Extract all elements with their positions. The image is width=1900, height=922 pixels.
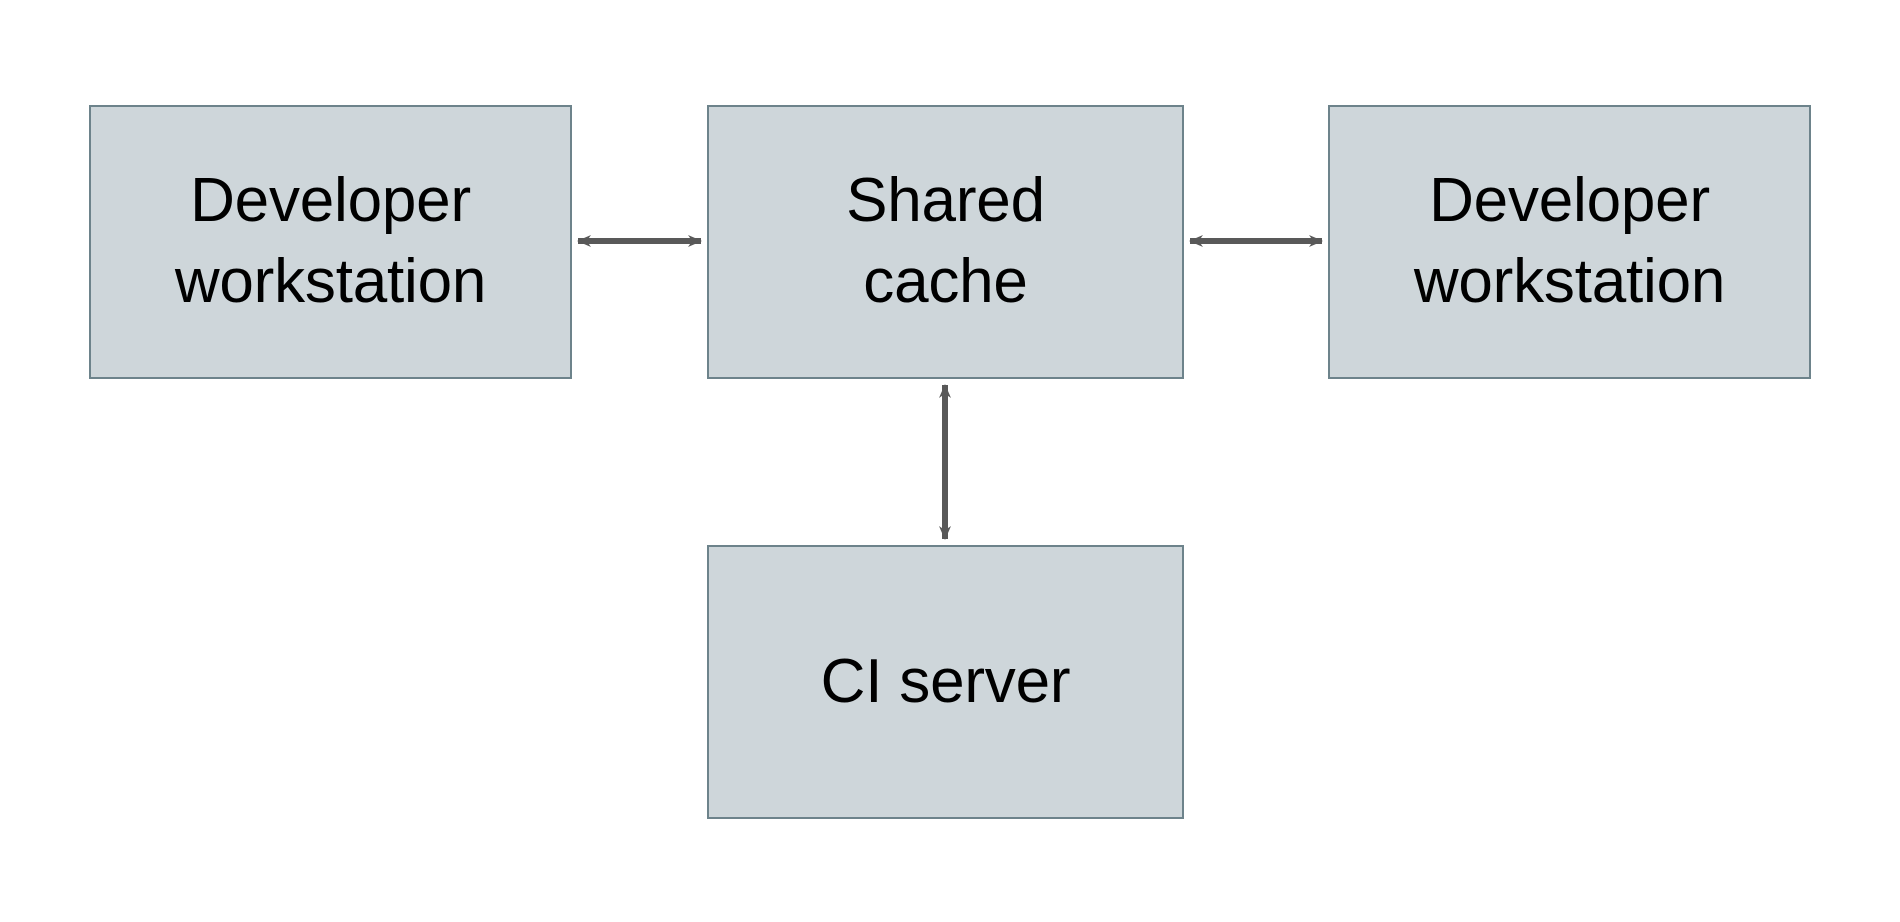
node-label: Shared cache (846, 166, 1045, 316)
node-shared-cache[interactable]: Shared cache (707, 105, 1184, 379)
node-label: CI server (820, 646, 1071, 716)
node-developer-workstation-left[interactable]: Developer workstation (89, 105, 572, 379)
node-label: Developer workstation (174, 166, 487, 316)
node-label: Developer workstation (1413, 166, 1726, 316)
node-developer-workstation-right[interactable]: Developer workstation (1328, 105, 1811, 379)
node-ci-server[interactable]: CI server (707, 545, 1184, 819)
